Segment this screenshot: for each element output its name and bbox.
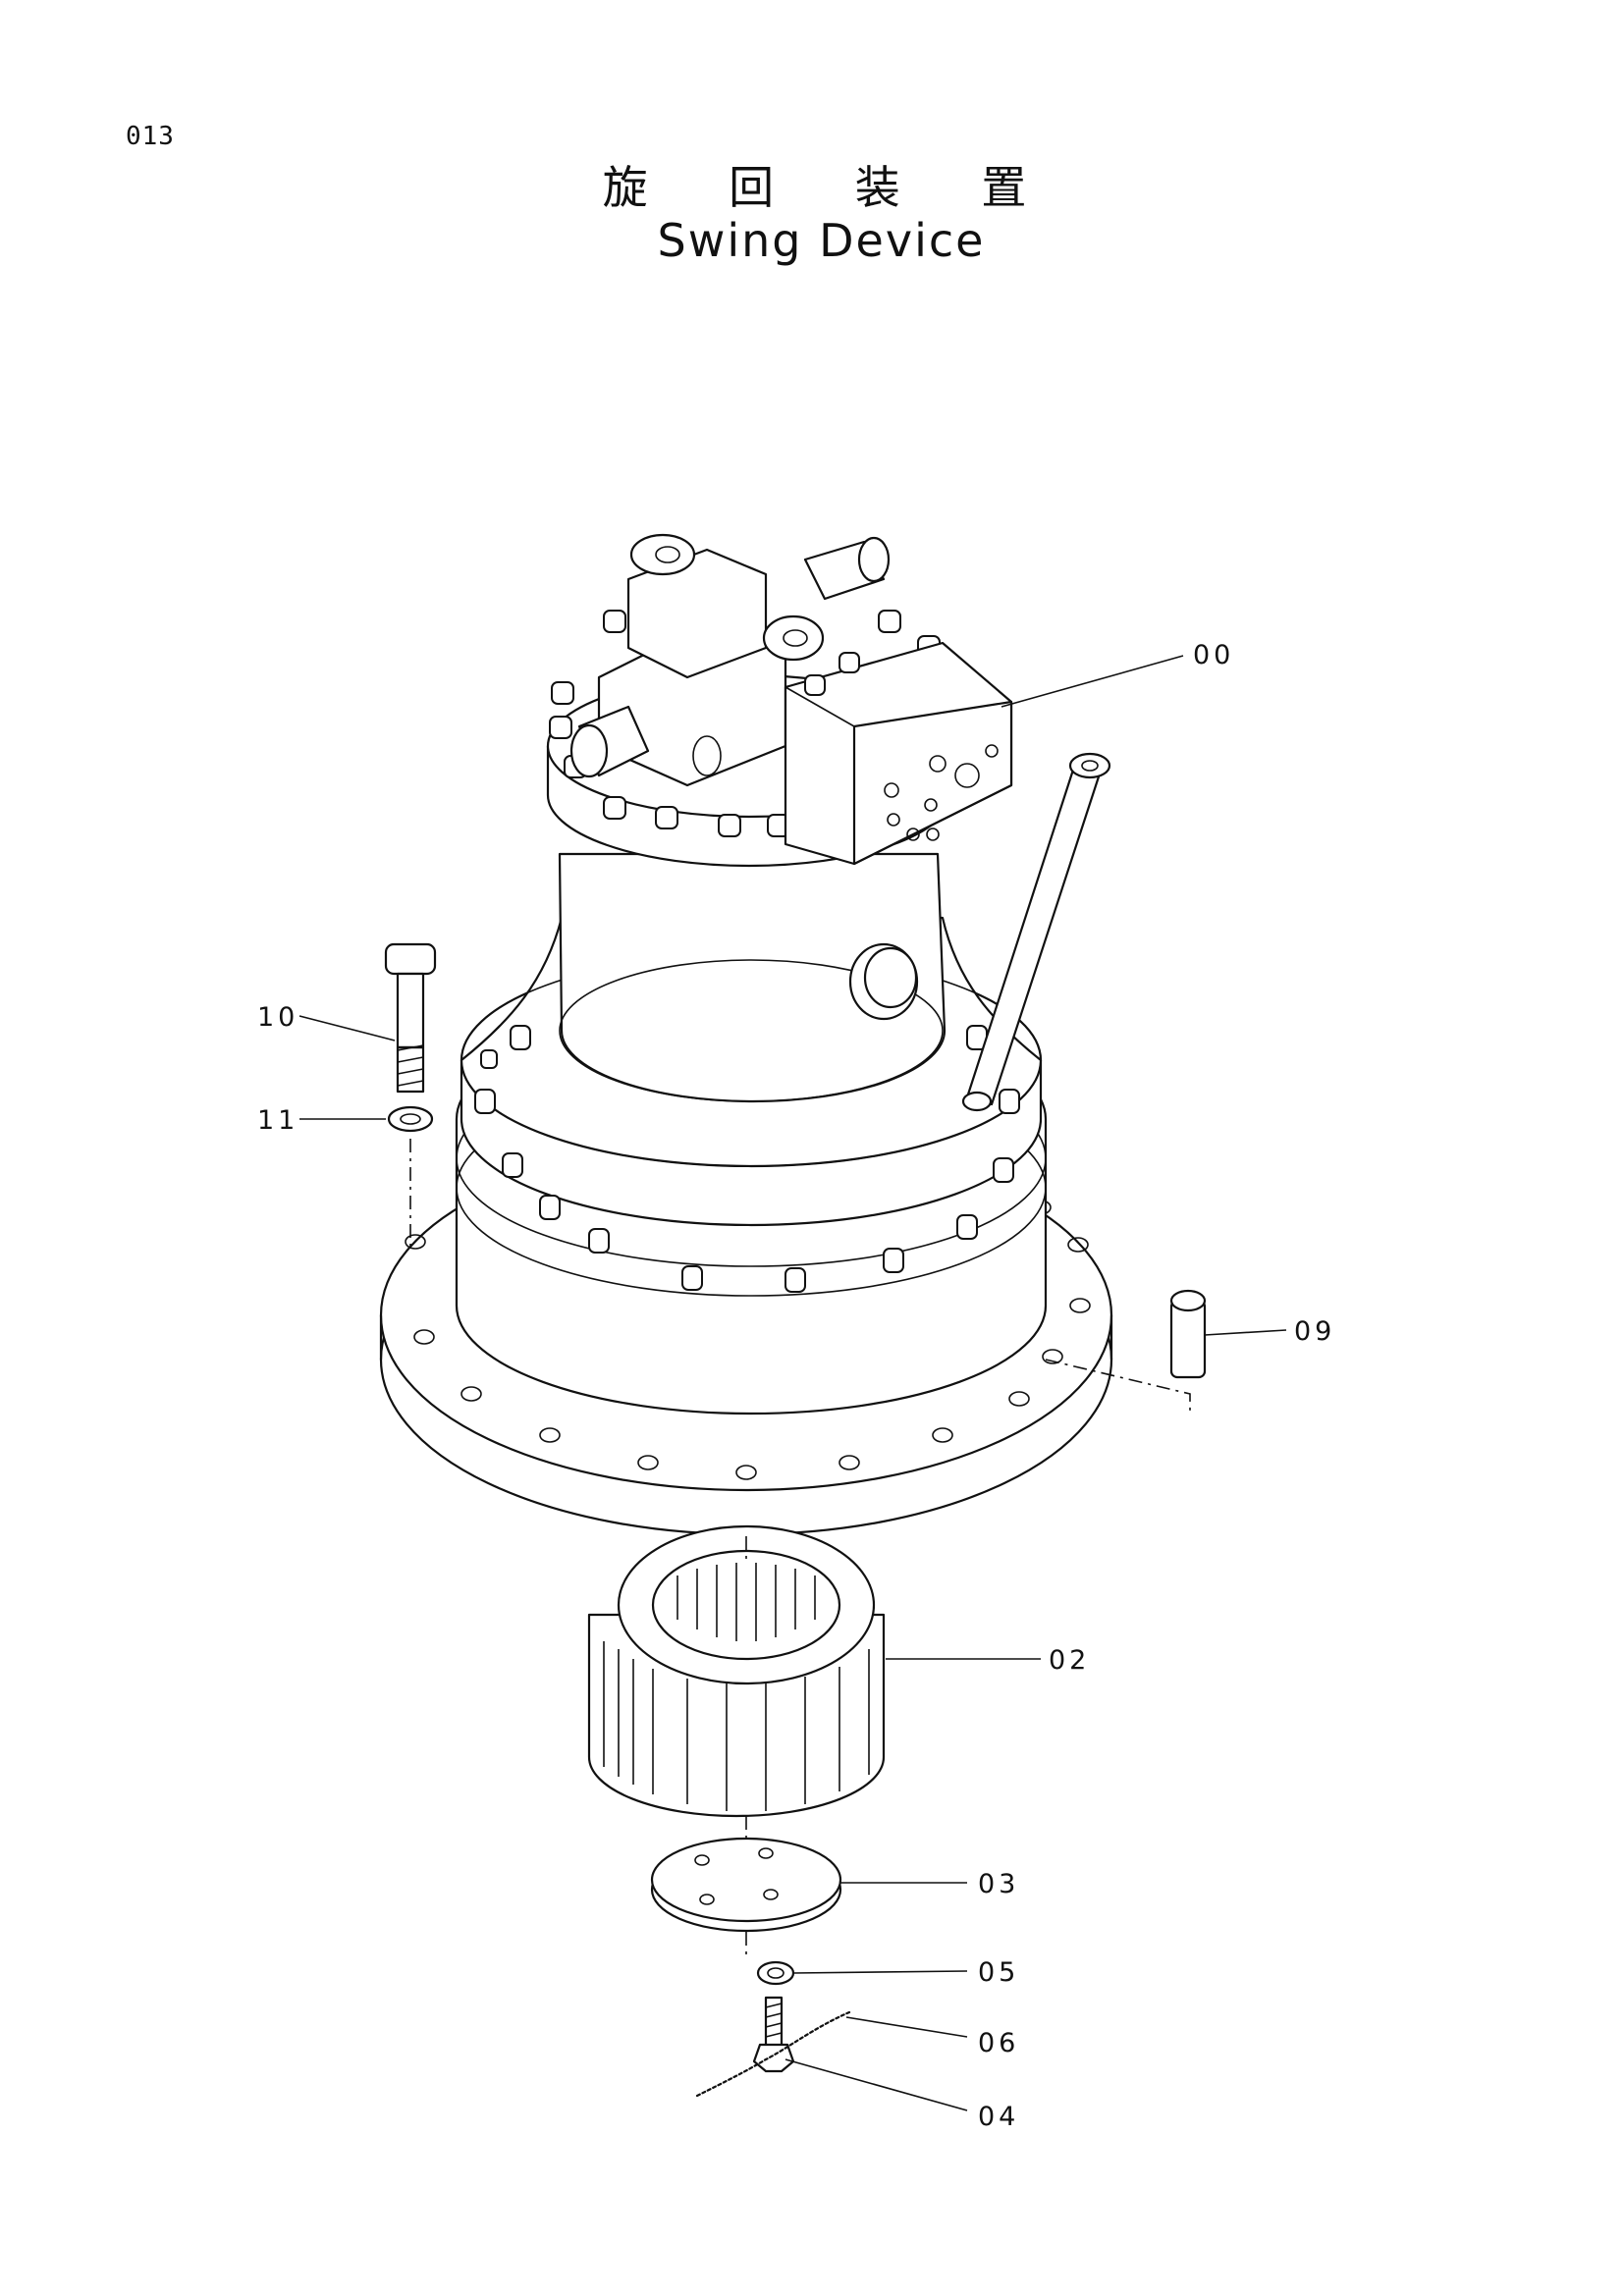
part-09-pin — [1045, 1289, 1207, 1412]
motor-head — [546, 533, 1013, 868]
callout-05: 05 — [978, 1957, 1019, 1988]
callout-11: 11 — [257, 1105, 298, 1136]
part-10-bolt — [384, 942, 437, 1094]
part-03-plate — [650, 1837, 842, 1958]
callout-02: 02 — [1049, 1645, 1090, 1676]
part-11-washer — [387, 1105, 434, 1247]
callout-03: 03 — [978, 1869, 1019, 1899]
callout-labels: 00 10 11 09 02 03 05 06 04 — [257, 640, 1335, 2132]
part-05-washer — [756, 1960, 795, 1986]
page-title-japanese: 旋 回 装 置 — [602, 161, 1060, 214]
callout-10: 10 — [257, 1002, 298, 1033]
callout-04: 04 — [978, 2102, 1019, 2132]
motor-cylinder — [558, 852, 947, 1103]
page-number: 013 — [126, 122, 175, 151]
callout-06: 06 — [978, 2028, 1019, 2058]
part-02-pinion-gear — [587, 1524, 886, 1845]
callout-00: 00 — [1193, 640, 1234, 670]
page-title-english: Swing Device — [657, 214, 986, 267]
part-06-lock-wire — [695, 2010, 851, 2098]
level-gauge-pipe — [961, 752, 1111, 1112]
callout-09: 09 — [1294, 1316, 1335, 1347]
part-04-bolt — [752, 1996, 795, 2073]
leader-lines — [298, 655, 1287, 2111]
